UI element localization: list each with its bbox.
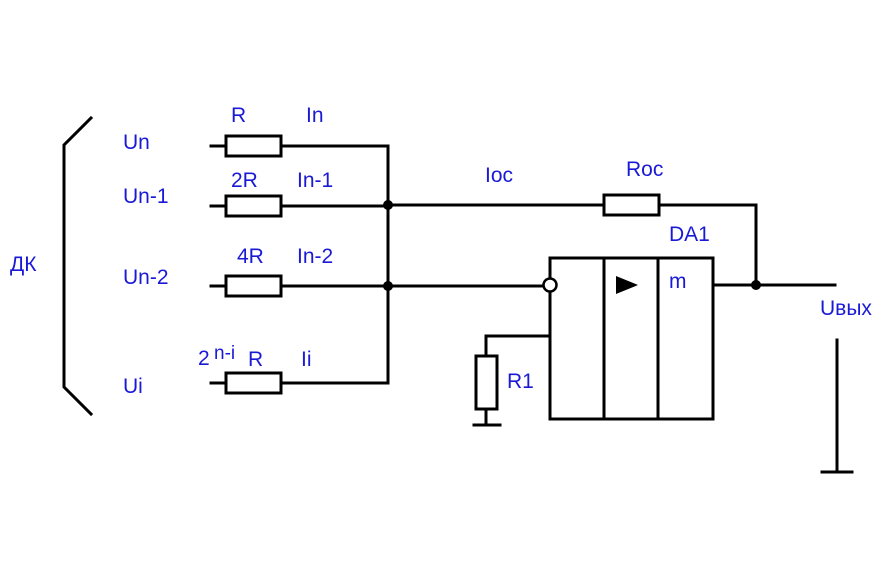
label-2ni-r: R (248, 348, 263, 371)
noninverting-input-r1 (472, 334, 552, 427)
output-ground (820, 338, 854, 474)
inverting-input-circle (542, 277, 558, 293)
input-row-un (209, 134, 390, 158)
label-da1: DA1 (669, 223, 710, 246)
label-ii: Ii (301, 348, 312, 371)
label-roc: Roc (626, 158, 663, 181)
label-2ni-exponent: n-i (214, 343, 235, 364)
amplifier-triangle-icon (616, 276, 638, 294)
label-ui: Ui (123, 375, 143, 398)
input-row-ui (209, 371, 390, 395)
resistor-2ni-r (224, 371, 283, 395)
input-row-un2 (209, 274, 390, 298)
label-ioc: Ioc (485, 164, 513, 187)
junction-dot (383, 281, 393, 291)
label-dk: ДК (10, 253, 37, 276)
label-un: Un (123, 131, 150, 154)
resistor-r (224, 134, 283, 158)
junction-dot (751, 280, 761, 290)
feedback-path (386, 193, 758, 287)
label-un1: Un-1 (123, 185, 169, 208)
resistor-2r (224, 194, 283, 218)
label-r1: R1 (507, 370, 534, 393)
junction-dot (383, 200, 393, 210)
resistor-r1 (474, 354, 499, 411)
digital-code-bracket (62, 115, 94, 417)
label-4r: 4R (237, 245, 264, 268)
label-in1: In-1 (297, 169, 333, 192)
label-m: m (669, 270, 687, 293)
label-un2: Un-2 (123, 266, 169, 289)
label-in: In (306, 104, 324, 127)
label-in2: In-2 (297, 245, 333, 268)
input-row-un1 (209, 194, 390, 218)
label-2ni-base: 2 (198, 347, 210, 370)
label-2r: 2R (231, 169, 258, 192)
opamp-da1 (542, 256, 715, 421)
label-r: R (231, 104, 246, 127)
label-uout: Uвых (820, 297, 872, 320)
resistor-4r (224, 274, 283, 298)
resistor-roc (602, 193, 661, 217)
